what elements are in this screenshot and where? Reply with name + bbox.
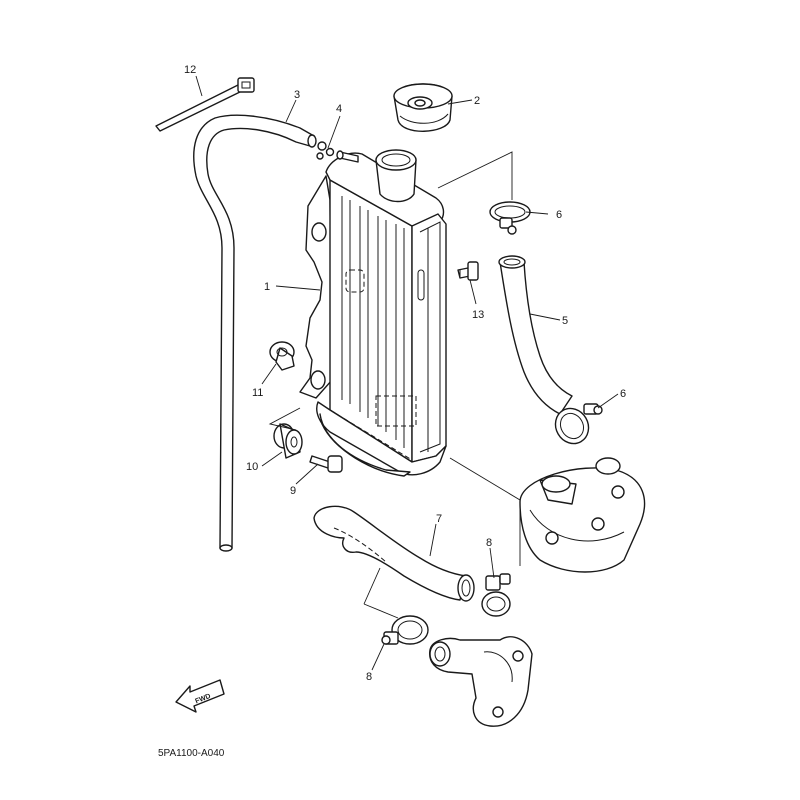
part-3-overflow-hose xyxy=(193,114,317,552)
callout-8-right: 8 xyxy=(486,537,492,549)
callout-4: 4 xyxy=(336,103,342,115)
callout-9: 9 xyxy=(290,485,296,497)
callout-13: 13 xyxy=(472,309,484,321)
callout-3: 3 xyxy=(294,89,300,101)
callout-11: 11 xyxy=(252,387,263,399)
part-6-upper-clamp xyxy=(489,201,531,235)
callout-labels: 12 3 4 2 1 6 13 5 6 11 10 9 7 8 8 xyxy=(184,64,626,683)
callout-6-upper: 6 xyxy=(556,209,562,221)
callout-12: 12 xyxy=(184,64,196,76)
part-6-lower-clamp xyxy=(554,403,603,445)
callout-10: 10 xyxy=(246,461,258,473)
cylinder-head-outlet xyxy=(519,457,646,573)
callout-6-lower: 6 xyxy=(620,388,626,400)
part-5-upper-hose xyxy=(498,255,573,415)
part-12-cable-tie xyxy=(155,77,255,132)
part-7-lower-hose xyxy=(313,505,475,602)
part-8-lower-clamp xyxy=(381,615,429,645)
part-10-damper xyxy=(273,423,303,459)
callout-8-lower: 8 xyxy=(366,671,372,683)
fwd-arrow-icon: FWD xyxy=(175,679,225,713)
callout-7: 7 xyxy=(436,513,442,525)
part-9-bolt xyxy=(309,455,343,473)
part-1-radiator xyxy=(299,149,447,477)
callout-1: 1 xyxy=(264,281,270,293)
part-4-hose-clip xyxy=(316,141,335,160)
callout-5: 5 xyxy=(562,315,568,327)
part-13-bolt xyxy=(457,261,479,281)
leader-lines xyxy=(195,75,619,671)
part-11-grommet xyxy=(269,341,295,371)
part-8-right-clamp xyxy=(481,573,511,617)
drawing-code: 5PA1100-A040 xyxy=(158,748,225,759)
water-pump-housing xyxy=(429,636,533,727)
part-2-radiator-cap xyxy=(393,83,453,132)
callout-2: 2 xyxy=(474,95,480,107)
